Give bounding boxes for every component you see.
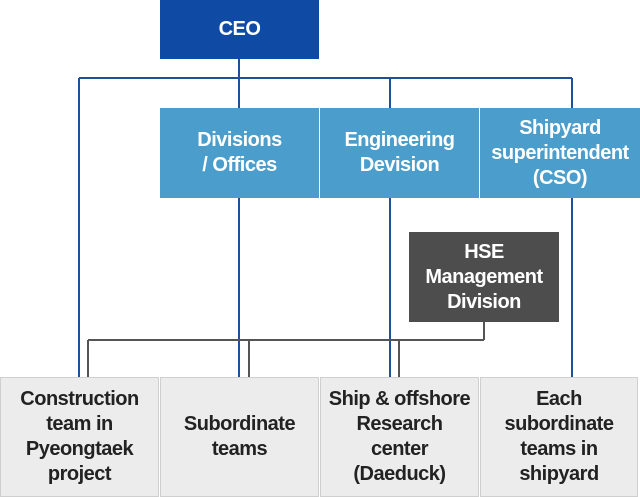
shipyard-subordinate-teams-box: Each subordinate teams in shipyard <box>480 377 638 497</box>
subordinate-teams-label: Subordinate teams <box>183 413 296 460</box>
construction-team-box: Construction team in Pyeongtaek project <box>0 377 159 497</box>
divisions-offices-box: Divisions / Offices <box>160 108 319 198</box>
divisions-offices-label: Divisions / Offices <box>197 129 282 176</box>
shipyard-subordinate-teams-label: Each subordinate teams in shipyard <box>504 388 614 485</box>
shipyard-superintendent-box: Shipyard superintendent (CSO) <box>480 108 640 198</box>
hse-management-division-box: HSE Management Division <box>409 232 559 322</box>
ceo-box: CEO <box>160 0 319 59</box>
engineering-division-box: Engineering Devision <box>320 108 479 198</box>
engineering-division-label: Engineering Devision <box>344 129 455 176</box>
shipyard-superintendent-label: Shipyard superintendent (CSO) <box>491 116 629 189</box>
construction-team-label: Construction team in Pyeongtaek project <box>20 388 139 485</box>
ceo-label: CEO <box>218 18 261 40</box>
subordinate-teams-box: Subordinate teams <box>160 377 319 497</box>
hse-management-division-label: HSE Management Division <box>425 240 543 313</box>
research-center-box: Ship & offshore Research center (Daeduck… <box>320 377 479 497</box>
research-center-label: Ship & offshore Research center (Daeduck… <box>328 388 471 485</box>
